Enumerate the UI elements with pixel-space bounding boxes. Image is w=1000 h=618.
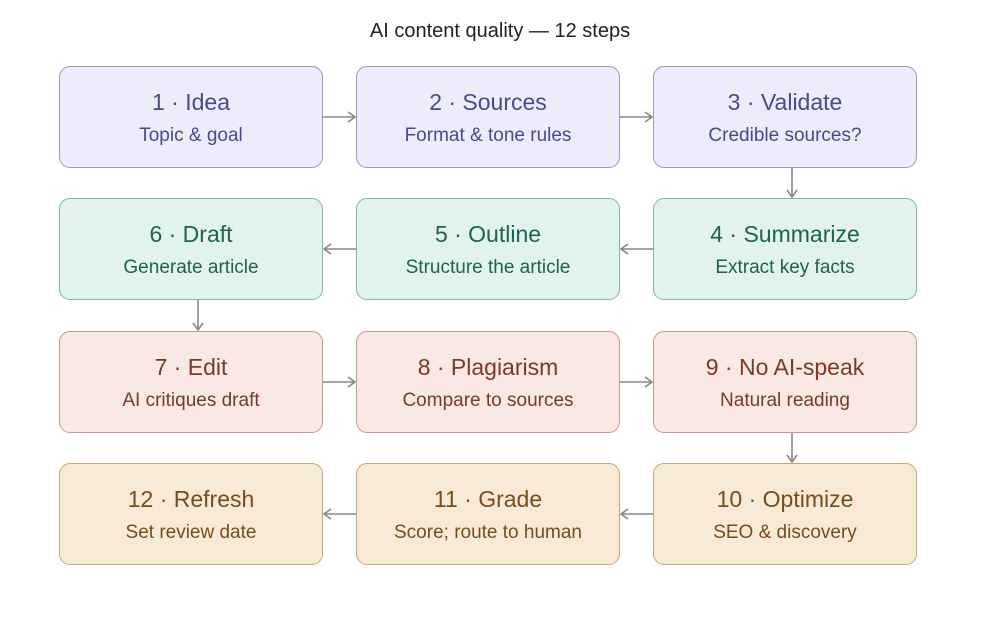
step-heading: 3 · Validate [727, 89, 843, 115]
step-heading: 5 · Outline [434, 221, 542, 247]
arrow-6-to-7 [192, 300, 204, 332]
step-6-draft: 6 · Draft Generate article [59, 198, 323, 300]
step-5-outline: 5 · Outline Structure the article [356, 198, 620, 300]
step-subtitle: Compare to sources [402, 390, 574, 411]
step-subtitle: Natural reading [720, 390, 850, 411]
step-10-optimize: 10 · Optimize SEO & discovery [653, 463, 917, 565]
step-heading: 8 · Plagiarism [417, 354, 559, 380]
step-heading: 12 · Refresh [127, 486, 255, 512]
arrow-5-to-6 [322, 243, 356, 255]
step-subtitle: Generate article [123, 257, 259, 278]
step-1-idea: 1 · Idea Topic & goal [59, 66, 323, 168]
arrow-11-to-12 [322, 508, 356, 520]
step-heading: 1 · Idea [152, 89, 230, 115]
step-3-validate: 3 · Validate Credible sources? [653, 66, 917, 168]
step-heading: 2 · Sources [429, 89, 547, 115]
step-9-no-ai-speak: 9 · No AI-speak Natural reading [653, 331, 917, 433]
step-heading: 11 · Grade [433, 486, 543, 512]
step-heading: 4 · Summarize [710, 221, 860, 247]
arrow-8-to-9 [620, 376, 654, 388]
arrow-10-to-11 [619, 508, 653, 520]
step-4-summarize: 4 · Summarize Extract key facts [653, 198, 917, 300]
step-heading: 6 · Draft [149, 221, 233, 247]
arrow-1-to-2 [323, 111, 357, 123]
step-subtitle: Format & tone rules [404, 125, 572, 146]
step-8-plagiarism: 8 · Plagiarism Compare to sources [356, 331, 620, 433]
arrow-4-to-5 [619, 243, 653, 255]
step-heading: 9 · No AI-speak [705, 354, 865, 380]
step-subtitle: SEO & discovery [713, 522, 857, 543]
diagram-title: AI content quality — 12 steps [369, 20, 631, 42]
step-subtitle: Topic & goal [139, 125, 243, 146]
step-subtitle: Credible sources? [708, 125, 862, 146]
step-7-edit: 7 · Edit AI critiques draft [59, 331, 323, 433]
step-subtitle: Set review date [125, 522, 257, 543]
arrow-9-to-10 [786, 433, 798, 464]
step-heading: 10 · Optimize [716, 486, 854, 512]
arrow-3-to-4 [786, 168, 798, 199]
step-subtitle: Extract key facts [715, 257, 855, 278]
step-11-grade: 11 · Grade Score; route to human [356, 463, 620, 565]
step-subtitle: Score; route to human [394, 522, 582, 543]
step-subtitle: AI critiques draft [122, 390, 260, 411]
arrow-2-to-3 [620, 111, 654, 123]
arrow-7-to-8 [323, 376, 357, 388]
step-subtitle: Structure the article [405, 257, 571, 278]
step-2-sources: 2 · Sources Format & tone rules [356, 66, 620, 168]
step-heading: 7 · Edit [154, 354, 228, 380]
step-12-refresh: 12 · Refresh Set review date [59, 463, 323, 565]
